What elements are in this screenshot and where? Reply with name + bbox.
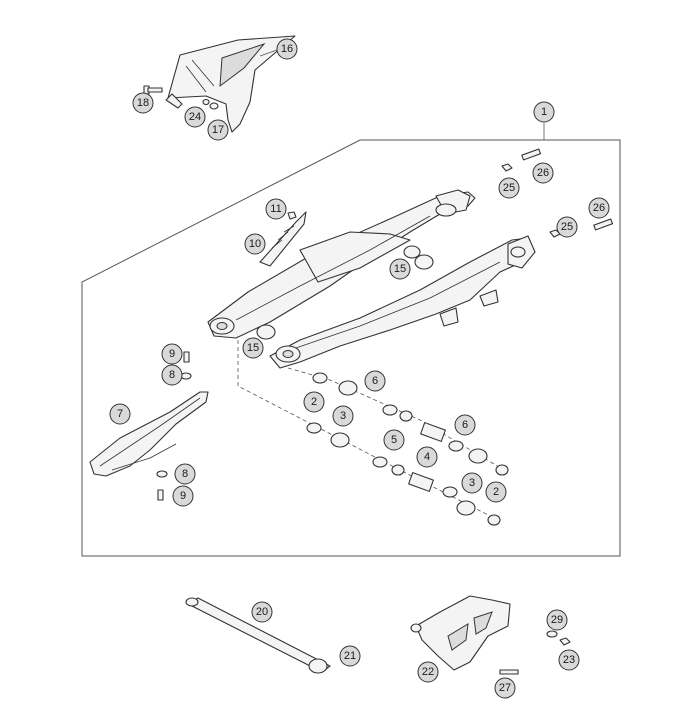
callout-25: 25	[556, 216, 578, 238]
chain-guard-part	[165, 35, 296, 133]
callout-label: 20	[256, 606, 268, 618]
callout-label: 15	[394, 263, 406, 275]
callout-26: 26	[588, 197, 610, 219]
callout-label: 6	[372, 375, 378, 387]
callout-17: 17	[207, 119, 229, 141]
callout-3: 3	[461, 472, 483, 494]
washer-24	[202, 98, 210, 106]
callout-20: 20	[251, 601, 273, 623]
callout-18: 18	[132, 92, 154, 114]
pin-26a	[521, 148, 542, 161]
callout-label: 16	[281, 43, 293, 55]
callout-label: 15	[247, 342, 259, 354]
callout-11: 11	[265, 198, 287, 220]
callout-label: 7	[117, 408, 123, 420]
callout-label: 29	[551, 614, 563, 626]
washer-8b	[156, 470, 168, 478]
callout-4: 4	[416, 446, 438, 468]
callout-23: 23	[558, 649, 580, 671]
callout-3: 3	[332, 405, 354, 427]
leader-16	[259, 49, 278, 57]
callout-27: 27	[494, 677, 516, 699]
washer-29	[546, 630, 558, 638]
callout-21: 21	[339, 645, 361, 667]
callout-1: 1	[533, 101, 555, 123]
bearing-cover-15	[256, 245, 434, 340]
callout-2: 2	[303, 391, 325, 413]
callout-label: 27	[499, 682, 511, 694]
callout-6: 6	[364, 370, 386, 392]
nut-25a	[501, 163, 513, 172]
callout-9: 9	[172, 485, 194, 507]
callout-label: 26	[537, 167, 549, 179]
callout-9: 9	[161, 343, 183, 365]
callout-24: 24	[184, 106, 206, 128]
callout-label: 17	[212, 124, 224, 136]
callout-16: 16	[276, 38, 298, 60]
callout-label: 22	[422, 666, 434, 678]
nut-21	[308, 658, 328, 674]
nut-23	[559, 637, 571, 646]
callout-label: 23	[563, 654, 575, 666]
pin-26b	[593, 218, 614, 231]
pivot-shaft-part	[185, 597, 331, 673]
callout-label: 2	[311, 396, 317, 408]
washer-8a	[180, 372, 192, 380]
callout-label: 1	[541, 106, 547, 118]
callout-10: 10	[244, 233, 266, 255]
swingarm-part	[207, 189, 536, 369]
callout-7: 7	[109, 403, 131, 425]
callout-25: 25	[498, 177, 520, 199]
callout-label: 3	[469, 477, 475, 489]
callout-8: 8	[174, 463, 196, 485]
callout-15: 15	[389, 258, 411, 280]
callout-label: 4	[424, 451, 430, 463]
screw-27	[499, 669, 519, 675]
callout-label: 25	[503, 182, 515, 194]
screw-18	[143, 85, 163, 95]
callout-label: 2	[493, 486, 499, 498]
chain-slider-part	[89, 391, 209, 477]
bushing-17	[209, 102, 219, 110]
callout-15: 15	[242, 337, 264, 359]
callout-5: 5	[383, 429, 405, 451]
callout-22: 22	[417, 661, 439, 683]
callout-label: 11	[270, 203, 281, 215]
nut-11	[287, 211, 297, 220]
screw-9b	[157, 489, 164, 501]
callout-label: 25	[561, 221, 573, 233]
callout-label: 5	[391, 434, 397, 446]
callout-label: 3	[340, 410, 346, 422]
callout-label: 18	[137, 97, 149, 109]
callout-label: 21	[344, 650, 356, 662]
assembly-frame	[81, 139, 621, 557]
callout-8: 8	[161, 364, 183, 386]
callout-label: 26	[593, 202, 605, 214]
callout-label: 24	[189, 111, 201, 123]
callout-label: 8	[182, 468, 188, 480]
callout-6: 6	[454, 414, 476, 436]
callout-label: 9	[169, 348, 175, 360]
callout-label: 8	[169, 369, 175, 381]
callout-2: 2	[485, 481, 507, 503]
callout-26: 26	[532, 162, 554, 184]
chain-guide-part	[410, 595, 511, 671]
pivot-hardware	[306, 372, 509, 526]
callout-label: 10	[249, 238, 261, 250]
screw-9a	[183, 351, 190, 363]
callout-label: 6	[462, 419, 468, 431]
callout-label: 9	[180, 490, 186, 502]
sliding-guard-small-part	[259, 211, 307, 267]
callout-29: 29	[546, 609, 568, 631]
